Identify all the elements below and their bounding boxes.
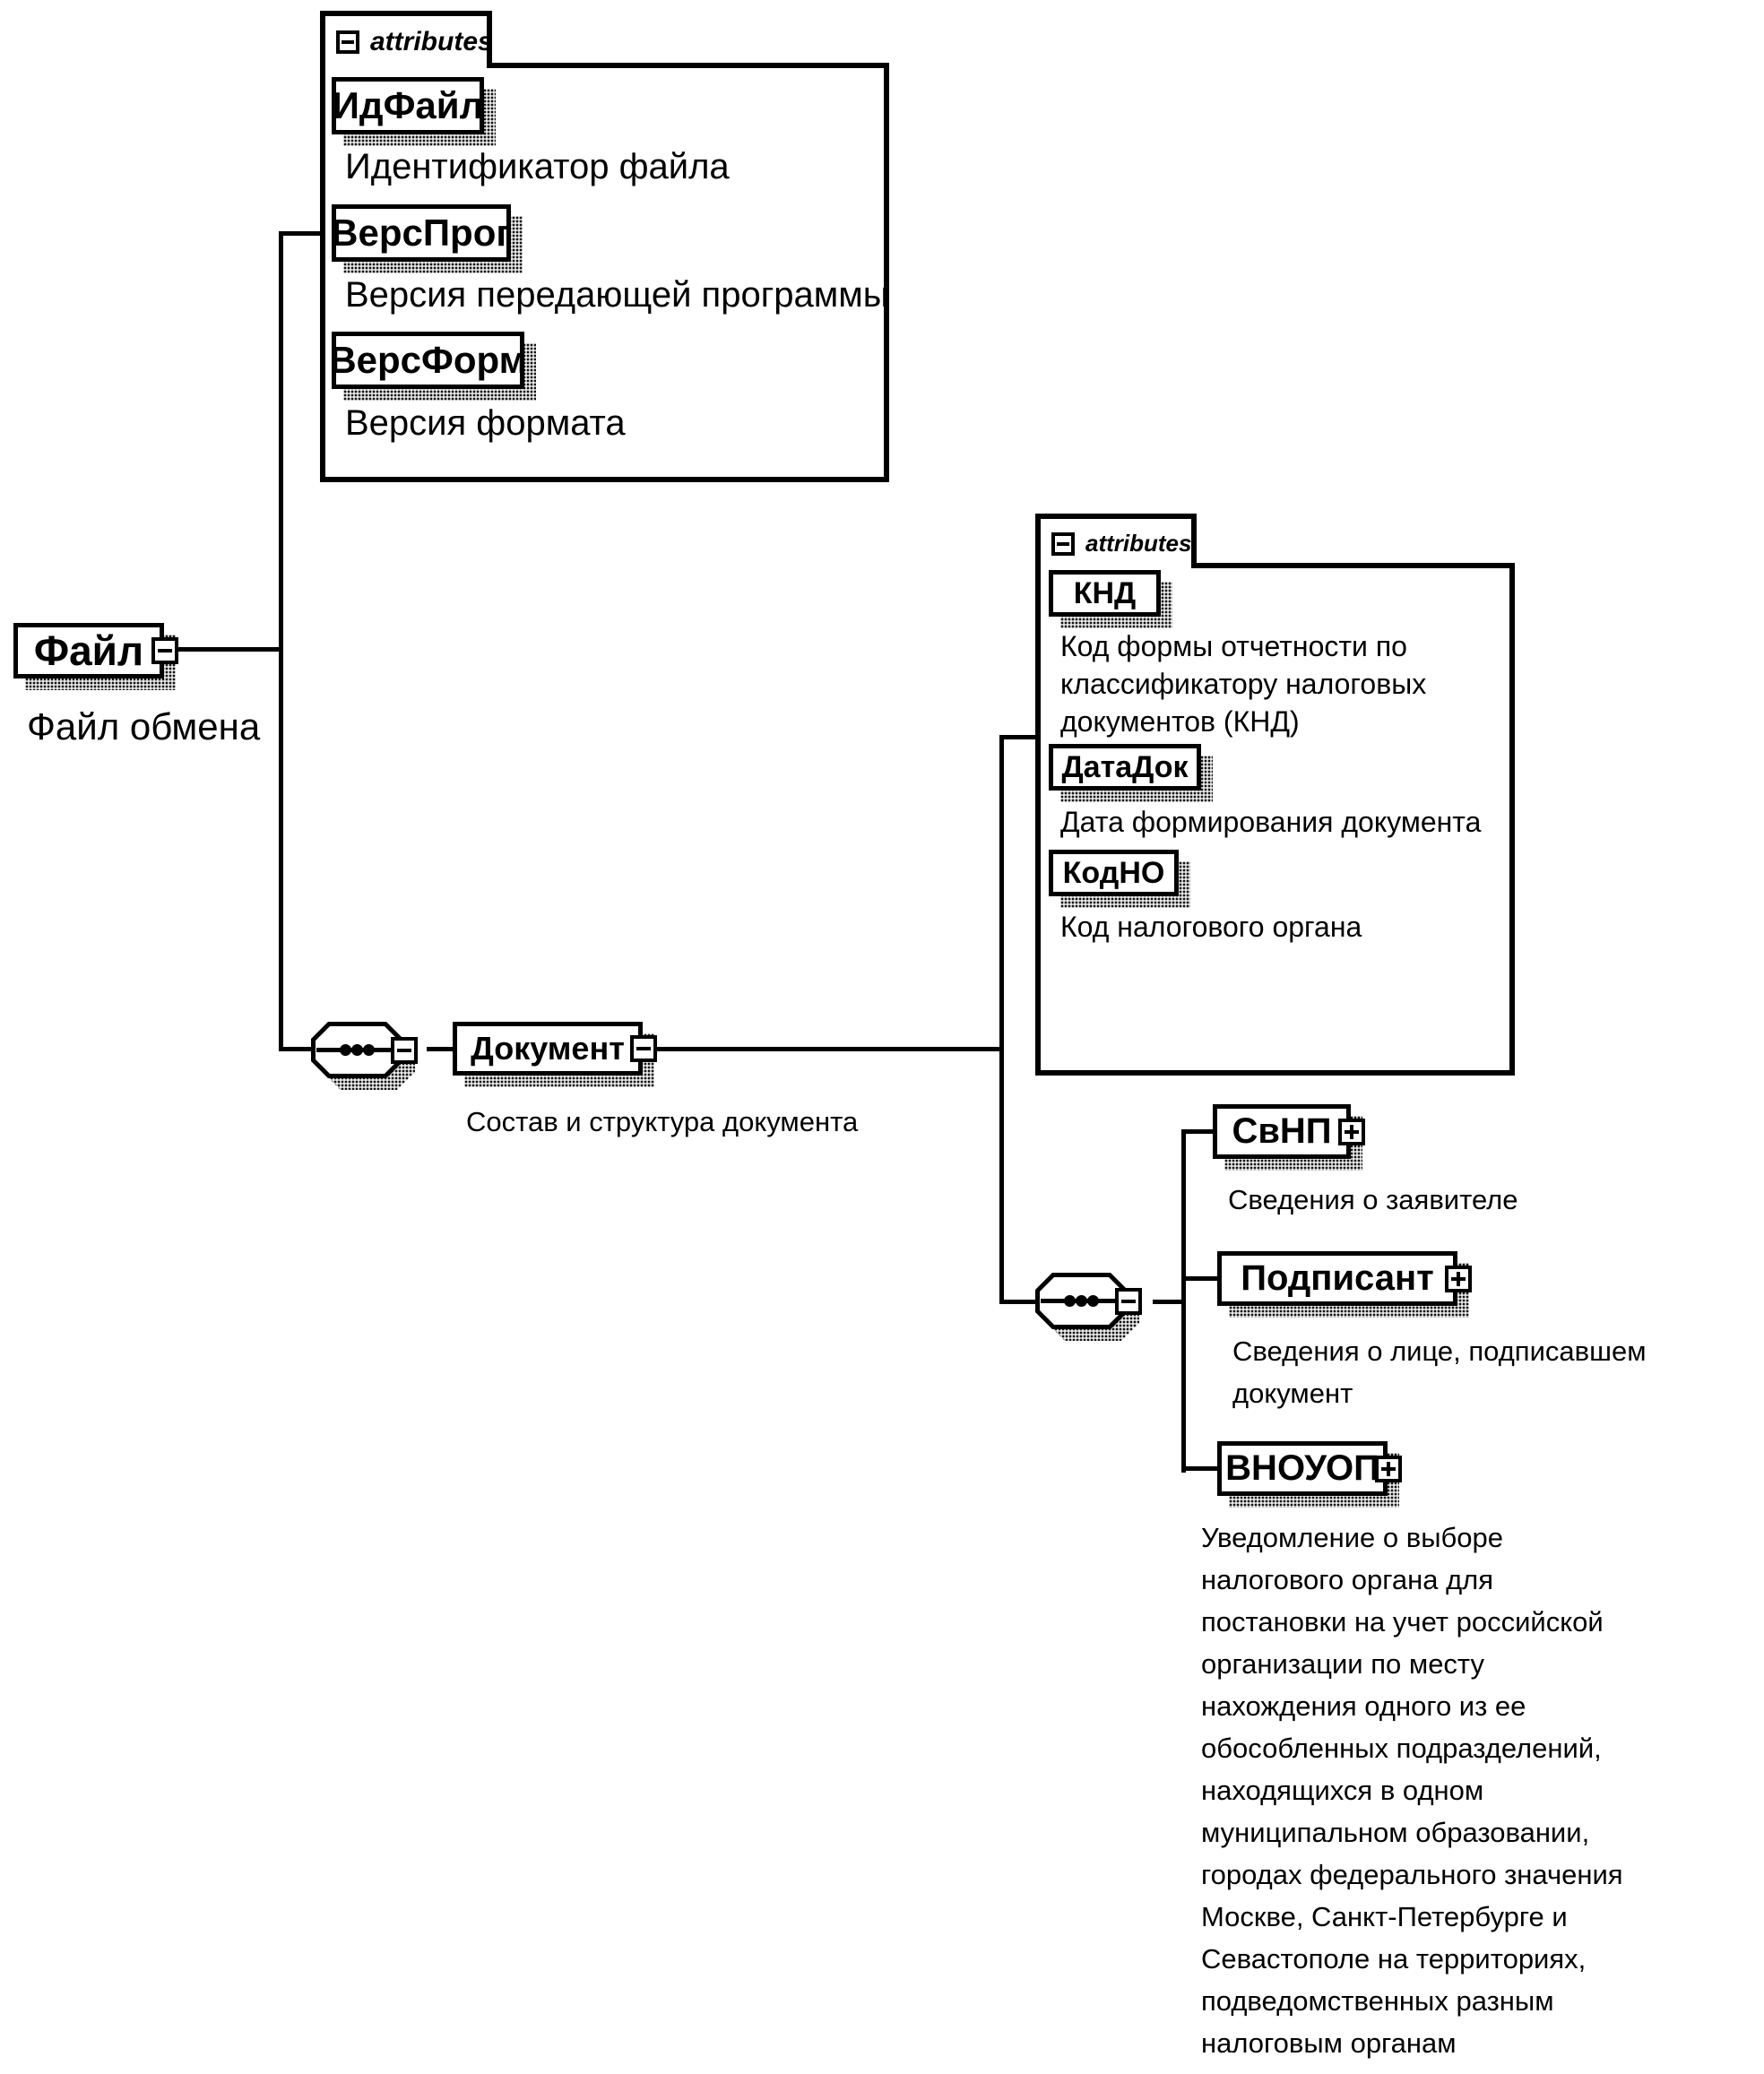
connector-line (279, 231, 320, 236)
attribute-node-knd[interactable]: КНД (1049, 570, 1172, 628)
connector-line (177, 647, 281, 652)
connector-line (1153, 1300, 1186, 1304)
sequence-octagon (311, 1022, 403, 1078)
attribute-node-versform[interactable]: ВерсФорм (329, 332, 536, 401)
element-annotation: Сведения о лице, подписавшем документ (1232, 1335, 1647, 1409)
attribute-node-idfile[interactable]: ИдФайл (332, 77, 496, 146)
connector-line (279, 231, 283, 1051)
attribute-annotation: Дата формирования документа (1060, 806, 1482, 838)
attribute-node-kodno[interactable]: КодНО (1049, 850, 1190, 908)
collapse-minus-icon[interactable] (1115, 1287, 1142, 1315)
attributes-tab-label: attributes (1085, 530, 1192, 557)
element-annotation: Сведения о заявителе (1228, 1184, 1518, 1215)
attribute-annotation: Версия передающей программы (345, 275, 889, 315)
attribute-annotation: Идентификатор файла (345, 147, 730, 186)
sequence-compositor[interactable] (311, 1022, 418, 1090)
element-annotation: Файл обмена (27, 705, 261, 748)
connector-line (1181, 1129, 1215, 1134)
expand-plus-icon[interactable] (1375, 1455, 1402, 1482)
attributes-tab: attributes (320, 11, 493, 68)
element-annotation: Уведомление о выборе налогового органа д… (1201, 1522, 1623, 2059)
connector-line (999, 1300, 1037, 1304)
attribute-annotation: Код налогового органа (1060, 911, 1362, 943)
attributes-tab-label: attributes (370, 27, 493, 56)
attributes-box (1035, 563, 1515, 1076)
connector-line (1181, 1276, 1219, 1281)
element-annotation: Состав и структура документа (466, 1106, 859, 1137)
expand-plus-icon[interactable] (1445, 1265, 1472, 1292)
connector-line (999, 735, 1004, 1304)
expand-plus-icon[interactable] (1338, 1118, 1365, 1145)
collapse-minus-icon[interactable] (151, 637, 178, 664)
attribute-annotation: Код формы отчетности по классификатору н… (1060, 630, 1427, 738)
sequence-octagon (1035, 1273, 1128, 1329)
connector-line (654, 1047, 1001, 1051)
element-node-document[interactable]: Документ (453, 1022, 657, 1087)
attribute-node-datadok[interactable]: ДатаДок (1049, 744, 1213, 802)
sequence-compositor[interactable] (1035, 1273, 1142, 1341)
connector-line (279, 1047, 315, 1051)
collapse-minus-icon[interactable] (630, 1035, 657, 1062)
connector-line (1181, 1129, 1186, 1473)
collapse-minus-icon[interactable] (391, 1036, 418, 1064)
attributes-tab: attributes (1035, 514, 1197, 568)
attribute-node-versprog[interactable]: ВерсПрог (331, 204, 523, 273)
element-node-svnp[interactable]: СвНП (1213, 1104, 1365, 1171)
element-node-file[interactable]: Файл (13, 623, 178, 690)
attribute-annotation: Версия формата (345, 403, 626, 443)
element-node-vnouop[interactable]: ВНОУОП (1217, 1441, 1402, 1508)
connector-line (1181, 1466, 1219, 1471)
collapse-minus-icon[interactable] (336, 30, 359, 54)
collapse-minus-icon[interactable] (1051, 531, 1075, 556)
connector-line (999, 735, 1037, 739)
element-node-podpisant[interactable]: Подписант (1217, 1251, 1472, 1318)
connector-line (427, 1047, 455, 1051)
